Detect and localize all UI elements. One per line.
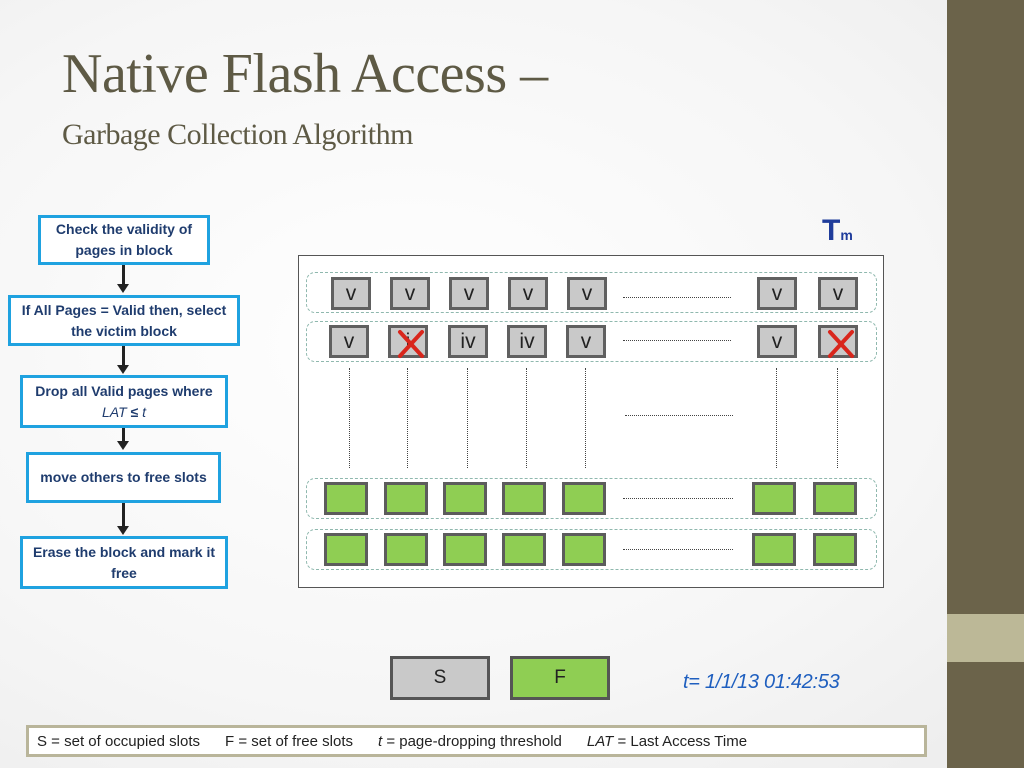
free-slot xyxy=(324,482,368,515)
page-status: v xyxy=(463,281,475,305)
page-status: v xyxy=(771,329,783,353)
flow-step-drop-valid: Drop all Valid pages where LAT ≤ t xyxy=(20,375,228,428)
free-slot xyxy=(562,533,606,566)
flow-step-check-validity: Check the validity of pages in block xyxy=(38,215,210,265)
tm-sub: m xyxy=(840,227,853,243)
page-slot: v xyxy=(566,325,606,358)
page-slot-invalid: i xyxy=(388,325,428,358)
free-slot xyxy=(562,482,606,515)
page-status: iv xyxy=(519,329,535,353)
time-mark-label: Tm xyxy=(822,214,853,248)
leq-symbol: ≤ xyxy=(130,403,139,420)
page-status: v xyxy=(771,281,783,305)
t-symbol: t xyxy=(142,403,146,420)
free-slot xyxy=(502,482,546,515)
legend-t-symbol: t xyxy=(377,732,383,750)
page-status: v xyxy=(522,281,534,305)
flow-step-move-free: move others to free slots xyxy=(26,452,221,503)
flow-step-select-victim: If All Pages = Valid then, select the vi… xyxy=(8,295,240,346)
free-slot xyxy=(384,533,428,566)
flow-step-text-before: Drop all Valid pages where xyxy=(35,382,213,399)
continuation-line xyxy=(585,368,586,468)
ellipsis-line xyxy=(623,549,733,550)
tm-main: T xyxy=(822,214,841,247)
f-label: F xyxy=(554,667,566,688)
legend-f: F = set of free slots xyxy=(225,732,353,750)
flow-arrow xyxy=(117,428,129,450)
legend-lat-symbol: LAT xyxy=(586,732,614,750)
slide-subtitle: Garbage Collection Algorithm xyxy=(62,118,413,151)
continuation-line xyxy=(776,368,777,468)
page-status: iv xyxy=(460,329,476,353)
continuation-line xyxy=(526,368,527,468)
flow-arrow xyxy=(117,346,129,374)
cross-icon xyxy=(398,330,424,358)
flow-arrow xyxy=(117,503,129,535)
page-status: v xyxy=(343,329,355,353)
continuation-line xyxy=(407,368,408,468)
s-label: S xyxy=(433,667,447,688)
slide-title: Native Flash Access – xyxy=(62,43,548,105)
flow-step-text: If All Pages = Valid then, select the vi… xyxy=(21,301,227,339)
free-slot xyxy=(813,533,857,566)
occupied-set-box: S xyxy=(390,656,490,700)
free-slot xyxy=(813,482,857,515)
free-set-box: F xyxy=(510,656,610,700)
page-status: v xyxy=(404,281,416,305)
page-status: v xyxy=(832,281,844,305)
page-row-frame xyxy=(306,529,877,570)
free-slot xyxy=(752,533,796,566)
sidebar-accent xyxy=(947,614,1024,662)
flow-step-text: move others to free slots xyxy=(40,469,207,485)
page-slot: v xyxy=(449,277,489,310)
free-slot xyxy=(384,482,428,515)
flash-block xyxy=(298,255,884,588)
page-slot: v xyxy=(508,277,548,310)
cross-icon xyxy=(828,330,854,358)
free-slot xyxy=(324,533,368,566)
flow-step-erase-block: Erase the block and mark it free xyxy=(20,536,228,589)
threshold-timestamp: t= 1/1/13 01:42:53 xyxy=(683,671,840,693)
page-slot: v xyxy=(757,277,797,310)
page-slot: v xyxy=(567,277,607,310)
legend-lat-text: = Last Access Time xyxy=(613,732,748,750)
flow-step-text: Erase the block and mark it free xyxy=(32,543,216,581)
free-slot xyxy=(502,533,546,566)
legend-t: t = page-dropping threshold xyxy=(378,733,562,750)
page-status: v xyxy=(345,281,357,305)
ellipsis-line xyxy=(623,498,733,499)
free-slot xyxy=(443,533,487,566)
page-row-frame xyxy=(306,321,877,362)
page-slot: v xyxy=(331,277,371,310)
page-row-frame xyxy=(306,272,877,313)
legend-s: S = set of occupied slots xyxy=(37,732,201,750)
page-slot: iv xyxy=(507,325,547,358)
page-slot: v xyxy=(757,325,797,358)
continuation-line xyxy=(837,368,838,468)
page-row-frame xyxy=(306,478,877,519)
ellipsis-line xyxy=(623,340,731,341)
page-slot-invalid xyxy=(818,325,858,358)
flow-step-text: Check the validity of pages in block xyxy=(55,221,193,258)
ellipsis-line xyxy=(625,415,733,416)
continuation-line xyxy=(467,368,468,468)
free-slot xyxy=(752,482,796,515)
legend-bar: S = set of occupied slots F = set of fre… xyxy=(26,725,927,757)
legend-lat: LAT = Last Access Time xyxy=(587,733,747,750)
flow-step-text: Drop all Valid pages where LAT ≤ t xyxy=(35,381,212,423)
page-status: v xyxy=(580,329,592,353)
page-slot: v xyxy=(390,277,430,310)
lat-symbol: LAT xyxy=(102,403,127,420)
decorative-sidebar xyxy=(947,0,1024,768)
ellipsis-line xyxy=(623,297,731,298)
free-slot xyxy=(443,482,487,515)
continuation-line xyxy=(349,368,350,468)
flow-arrow xyxy=(117,265,129,293)
page-slot: iv xyxy=(448,325,488,358)
page-slot: v xyxy=(329,325,369,358)
legend-t-text: = page-dropping threshold xyxy=(382,732,562,750)
page-slot: v xyxy=(818,277,858,310)
page-status: v xyxy=(581,281,593,305)
